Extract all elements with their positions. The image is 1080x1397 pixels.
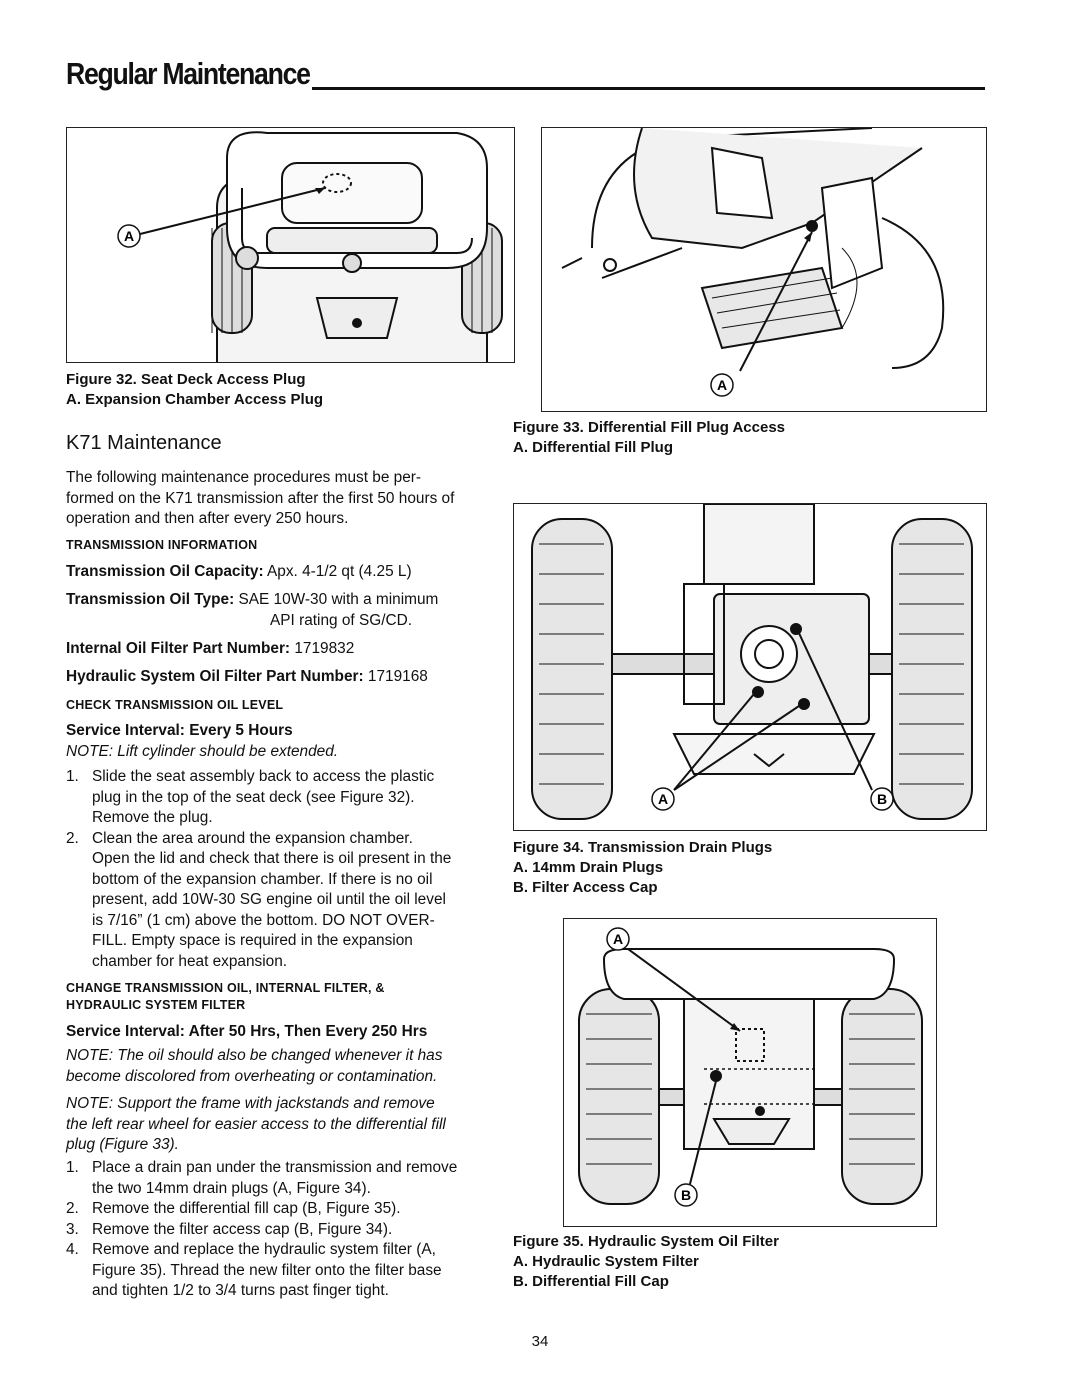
figure-35-caption-item-b: B. Differential Fill Cap [513, 1273, 669, 1290]
oil-type-value: SAE 10W-30 with a minimum [234, 591, 439, 608]
list-item: 1. Slide the seat assembly back to acces… [66, 768, 435, 826]
list-item: 3. Remove the filter access cap (B, Figu… [66, 1220, 393, 1238]
fig34-callout-b: B [877, 791, 887, 807]
figure-32-caption: Figure 32. Seat Deck Access Plug A. Expa… [66, 370, 323, 410]
oil-type-label: Transmission Oil Type: [66, 591, 235, 608]
list-item: 1. Place a drain pan under the transmiss… [66, 1159, 458, 1197]
figure-33-caption: Figure 33. Differential Fill Plug Access… [513, 418, 785, 458]
figure-35-caption-title: Figure 35. Hydraulic System Oil Filter [513, 1233, 779, 1250]
figure-35-illustration: A B [578, 927, 923, 1207]
intro-line: formed on the K71 transmission after the… [66, 489, 455, 507]
oil-capacity-value: Apx. 4-1/2 qt (4.25 L) [263, 563, 412, 580]
check-interval: Service Interval: Every 5 Hours [66, 722, 293, 739]
figure-32-image: A [66, 127, 515, 363]
change-interval: Service Interval: After 50 Hrs, Then Eve… [66, 1023, 428, 1040]
header-rule [312, 87, 985, 90]
figure-34-caption-item-a: A. 14mm Drain Plugs [513, 859, 664, 876]
fig35-callout-a: A [613, 931, 623, 947]
internal-filter-label: Internal Oil Filter Part Number: [66, 640, 291, 657]
change-steps-list: 1. Place a drain pan under the transmiss… [66, 1158, 516, 1302]
figure-33-caption-title: Figure 33. Differential Fill Plug Access [513, 419, 786, 436]
internal-filter-row: Internal Oil Filter Part Number: 1719832 [66, 639, 516, 660]
hydraulic-filter-label: Hydraulic System Oil Filter Part Number: [66, 668, 364, 685]
figure-34-caption: Figure 34. Transmission Drain Plugs A. 1… [513, 838, 772, 898]
oil-type-value-cont: API rating of SG/CD. [270, 611, 412, 629]
figure-35-image: A B [563, 918, 937, 1227]
fig34-callout-a: A [658, 791, 668, 807]
list-item: 2. Remove the differential fill cap (B, … [66, 1200, 401, 1217]
figure-34-image: A B [513, 503, 987, 831]
list-item: 2. Clean the area around the expansion c… [66, 829, 452, 970]
fig32-callout-a: A [124, 228, 134, 244]
page-header-title: Regular Maintenance [66, 56, 311, 91]
figure-33-image: A [541, 127, 987, 412]
section-title: K71 Maintenance [66, 432, 222, 454]
figure-33-illustration: A [561, 128, 945, 397]
change-oil-heading: CHANGE TRANSMISSION OIL, INTERNAL FILTER… [66, 981, 385, 1012]
list-item: 4. Remove and replace the hydraulic syst… [66, 1241, 442, 1299]
fig35-callout-b: B [681, 1187, 691, 1203]
intro-line: operation and then after every 250 hours… [66, 510, 349, 527]
oil-capacity-label: Transmission Oil Capacity: [66, 563, 264, 580]
intro-line: The following maintenance procedures mus… [66, 469, 422, 486]
figure-33-caption-item-a: A. Differential Fill Plug [513, 439, 674, 456]
internal-filter-value: 1719832 [290, 640, 355, 657]
figure-34-illustration: A B [531, 504, 973, 820]
figure-34-caption-item-b: B. Filter Access Cap [513, 879, 658, 896]
check-note: NOTE: Lift cylinder should be extended. [66, 743, 339, 760]
figure-32-illustration: A [117, 131, 503, 362]
oil-capacity-row: Transmission Oil Capacity: Apx. 4-1/2 qt… [66, 562, 516, 583]
check-oil-heading: CHECK TRANSMISSION OIL LEVEL [66, 698, 284, 712]
change-note-2: NOTE: Support the frame with jackstands … [66, 1095, 446, 1153]
figure-34-caption-title: Figure 34. Transmission Drain Plugs [513, 839, 773, 856]
section-intro: The following maintenance procedures mus… [66, 468, 516, 530]
transmission-info-heading: TRANSMISSION INFORMATION [66, 538, 258, 552]
page-number: 34 [531, 1333, 549, 1350]
hydraulic-filter-row: Hydraulic System Oil Filter Part Number:… [66, 667, 516, 688]
figure-35-caption-item-a: A. Hydraulic System Filter [513, 1253, 699, 1270]
oil-type-row: Transmission Oil Type: SAE 10W-30 with a… [66, 590, 516, 631]
change-note-1: NOTE: The oil should also be changed whe… [66, 1047, 443, 1085]
figure-35-caption: Figure 35. Hydraulic System Oil Filter A… [513, 1232, 779, 1292]
fig33-callout-a: A [717, 377, 727, 393]
check-steps-list: 1. Slide the seat assembly back to acces… [66, 767, 516, 972]
hydraulic-filter-value: 1719168 [363, 668, 428, 685]
figure-32-caption-item-a: A. Expansion Chamber Access Plug [66, 391, 324, 408]
figure-32-caption-title: Figure 32. Seat Deck Access Plug [66, 371, 306, 388]
